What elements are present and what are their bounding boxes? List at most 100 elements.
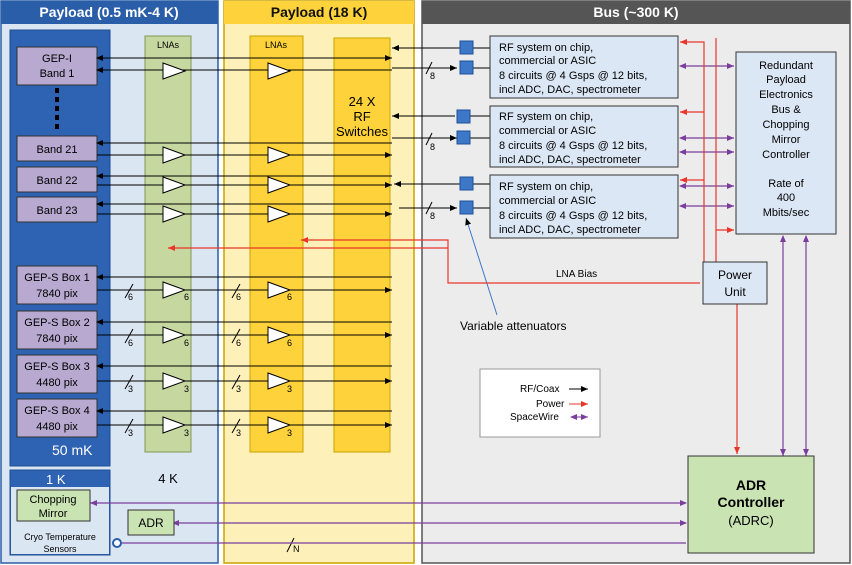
channel-counts: 6 6 6 6 6 6 6 6 3 3 3 3 3 3 3 3 xyxy=(128,292,292,438)
svg-text:incl ADC, DAC, spectrometer: incl ADC, DAC, spectrometer xyxy=(499,84,641,96)
svg-text:RF system on chip,: RF system on chip, xyxy=(499,111,593,123)
panel-title-bus: Bus (~300 K) xyxy=(593,4,678,20)
svg-text:6: 6 xyxy=(184,292,189,302)
gep-s-box-1: GEP-S Box 1 7840 pix xyxy=(16,265,98,305)
svg-text:Sensors: Sensors xyxy=(43,544,77,554)
gep-i-band-22-box: Band 22 xyxy=(16,166,98,193)
lna-header-4k: LNAs xyxy=(157,40,180,50)
svg-text:8: 8 xyxy=(430,71,435,81)
legend-spacewire-label: SpaceWire xyxy=(510,412,559,423)
temp-1k: 1 K xyxy=(46,472,66,487)
svg-text:8: 8 xyxy=(430,142,435,152)
rfsoc-box-3: RF system on chip, commercial or ASIC 8 … xyxy=(489,174,679,239)
svg-text:Bus &: Bus & xyxy=(771,104,801,116)
gep-s-box-4: GEP-S Box 4 4480 pix xyxy=(16,398,98,438)
svg-text:3: 3 xyxy=(236,384,241,394)
svg-text:6: 6 xyxy=(128,338,133,348)
rf-switches-line1: 24 X xyxy=(349,94,376,109)
svg-text:3: 3 xyxy=(287,384,292,394)
svg-text:Redundant: Redundant xyxy=(759,60,813,72)
legend-power-label: Power xyxy=(536,399,565,410)
svg-text:commercial or ASIC: commercial or ASIC xyxy=(499,195,596,207)
svg-text:ADR: ADR xyxy=(736,477,766,493)
svg-text:4480 pix: 4480 pix xyxy=(36,421,78,433)
rf-switches-line3: Switches xyxy=(336,124,389,139)
rf-coax-lines xyxy=(96,55,392,428)
redundant-electronics-box: Redundant Payload Electronics Bus & Chop… xyxy=(735,51,837,235)
svg-text:Electronics: Electronics xyxy=(759,89,813,101)
svg-text:GEP-S Box 2: GEP-S Box 2 xyxy=(24,317,89,329)
adr-box: ADR xyxy=(127,509,175,536)
sensor-icon xyxy=(112,538,122,548)
variable-attenuators xyxy=(456,40,474,215)
svg-text:8: 8 xyxy=(430,211,435,221)
panel-payload-18k: Payload (18 K) LNAs 24 X RF Switches xyxy=(223,0,415,564)
attenuator-pointer xyxy=(465,217,498,316)
gep-i-band-1-box: GEP-I Band 1 xyxy=(16,46,98,86)
gep-s-box-2: GEP-S Box 2 7840 pix xyxy=(16,310,98,350)
variable-attenuators-label: Variable attenuators xyxy=(460,319,567,333)
power-lines xyxy=(168,38,740,454)
panel-title-payload-18k: Payload (18 K) xyxy=(271,4,367,20)
panel-title-payload-cold: Payload (0.5 mK-4 K) xyxy=(39,4,178,20)
svg-text:3: 3 xyxy=(236,428,241,438)
svg-text:ADR: ADR xyxy=(138,516,164,530)
svg-text:3: 3 xyxy=(287,428,292,438)
rfsoc-box-1: RF system on chip, commercial or ASIC 8 … xyxy=(489,35,679,99)
svg-text:3: 3 xyxy=(184,384,189,394)
lna-amplifiers xyxy=(162,62,292,434)
spacewire-links xyxy=(90,63,809,544)
legend-rf-label: RF/Coax xyxy=(520,384,559,395)
svg-text:Rate of: Rate of xyxy=(768,178,804,190)
bus-count-labels: 8 8 8 N xyxy=(293,71,435,554)
svg-text:Unit: Unit xyxy=(724,285,746,299)
svg-text:Band 1: Band 1 xyxy=(40,68,75,80)
svg-text:8 circuits @ 4 Gsps @ 12 bits,: 8 circuits @ 4 Gsps @ 12 bits, xyxy=(499,140,647,152)
svg-text:400: 400 xyxy=(777,192,795,204)
switch-to-rfsoc-lines xyxy=(286,45,490,553)
svg-text:commercial or ASIC: commercial or ASIC xyxy=(499,55,596,67)
adr-controller-box: ADR Controller (ADRC) xyxy=(687,455,815,554)
svg-text:7840 pix: 7840 pix xyxy=(36,288,78,300)
svg-text:Power: Power xyxy=(718,268,752,282)
svg-text:Mbits/sec: Mbits/sec xyxy=(763,207,810,219)
svg-text:6: 6 xyxy=(184,338,189,348)
gep-i-band-23-box: Band 23 xyxy=(16,196,98,223)
svg-text:Controller: Controller xyxy=(718,494,785,510)
svg-text:Band 21: Band 21 xyxy=(37,144,78,156)
rfsoc-box-2: RF system on chip, commercial or ASIC 8 … xyxy=(489,105,679,168)
svg-text:7840 pix: 7840 pix xyxy=(36,333,78,345)
svg-text:incl ADC, DAC, spectrometer: incl ADC, DAC, spectrometer xyxy=(499,224,641,236)
cryo-sensors: Cryo Temperature Sensors xyxy=(24,532,122,554)
svg-text:Controller: Controller xyxy=(762,149,810,161)
lna-header-18k: LNAs xyxy=(265,40,288,50)
lna-bias-label: LNA Bias xyxy=(556,269,597,280)
svg-text:4480 pix: 4480 pix xyxy=(36,377,78,389)
chopping-mirror-box: Chopping Mirror xyxy=(16,489,91,522)
svg-text:6: 6 xyxy=(236,292,241,302)
gep-i-band-21-box: Band 21 xyxy=(16,135,98,162)
svg-text:GEP-S Box 1: GEP-S Box 1 xyxy=(24,272,89,284)
svg-text:6: 6 xyxy=(236,338,241,348)
power-unit-box: Power Unit xyxy=(702,261,768,305)
svg-text:incl ADC, DAC, spectrometer: incl ADC, DAC, spectrometer xyxy=(499,154,641,166)
svg-text:6: 6 xyxy=(128,292,133,302)
svg-text:commercial or ASIC: commercial or ASIC xyxy=(499,125,596,137)
bus-width-markers xyxy=(124,283,241,434)
svg-text:3: 3 xyxy=(184,428,189,438)
temp-50mk: 50 mK xyxy=(52,442,93,458)
svg-text:8 circuits @ 4 Gsps @ 12 bits,: 8 circuits @ 4 Gsps @ 12 bits, xyxy=(499,70,647,82)
svg-text:Cryo Temperature: Cryo Temperature xyxy=(24,532,96,542)
temp-4k: 4 K xyxy=(158,471,178,486)
svg-text:3: 3 xyxy=(128,384,133,394)
svg-text:6: 6 xyxy=(287,338,292,348)
svg-text:RF system on chip,: RF system on chip, xyxy=(499,181,593,193)
svg-text:GEP-I: GEP-I xyxy=(42,53,72,65)
svg-text:6: 6 xyxy=(287,292,292,302)
svg-text:Band 23: Band 23 xyxy=(37,205,78,217)
svg-text:GEP-S Box 4: GEP-S Box 4 xyxy=(24,405,89,417)
svg-text:Chopping: Chopping xyxy=(29,494,76,506)
svg-text:3: 3 xyxy=(128,428,133,438)
svg-text:Mirror: Mirror xyxy=(772,134,801,146)
svg-text:Band 22: Band 22 xyxy=(37,175,78,187)
